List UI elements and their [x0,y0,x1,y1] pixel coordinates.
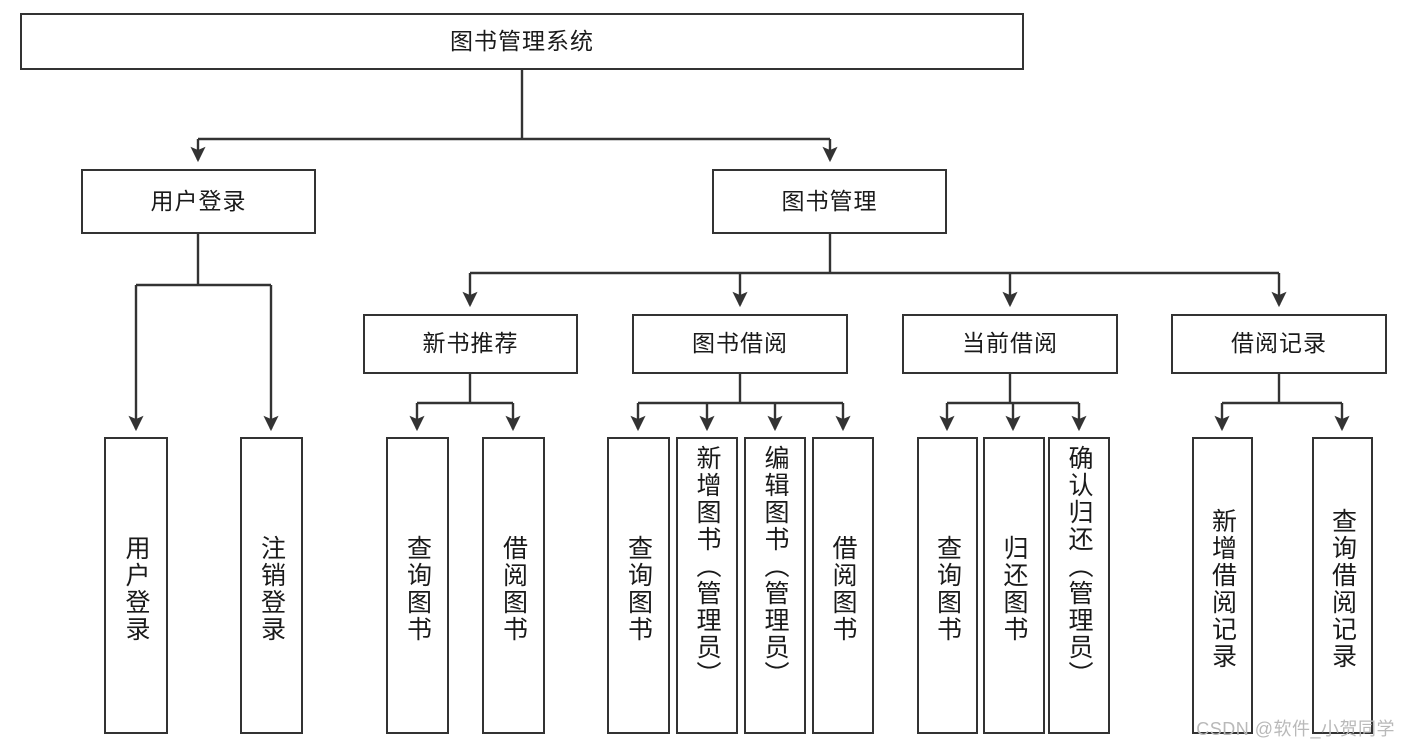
node-current-borrow[interactable]: 当前借阅 [902,314,1118,374]
node-book-borrow[interactable]: 图书借阅 [632,314,848,374]
node-borrow-record[interactable]: 借阅记录 [1171,314,1387,374]
leaf-label: 查询图书 [933,534,962,643]
leaf-borrow-record-query-record[interactable]: 查询借阅记录 [1312,437,1373,734]
leaf-label: 借阅图书 [499,534,528,643]
csdn-watermark: CSDN @软件_小贺同学 [1196,719,1395,739]
leaf-label: 新增借阅记录 [1208,507,1237,670]
leaf-new-book-borrow-book[interactable]: 借阅图书 [482,437,545,734]
leaf-current-borrow-return-book[interactable]: 归还图书 [983,437,1045,734]
leaf-borrow-record-add-record[interactable]: 新增借阅记录 [1192,437,1253,734]
leaf-new-book-query-book[interactable]: 查询图书 [386,437,449,734]
leaf-book-borrow-add-book-admin[interactable]: 新增图书（管理员） [676,437,738,734]
leaf-label: 新增图书（管理员） [693,445,721,688]
leaf-label: 查询图书 [624,534,653,643]
node-user-login[interactable]: 用户登录 [81,169,316,234]
leaf-book-borrow-borrow-book[interactable]: 借阅图书 [812,437,874,734]
leaf-label: 确认归还（管理员） [1065,445,1093,688]
node-book-management[interactable]: 图书管理 [712,169,947,234]
leaf-label: 借阅图书 [829,534,857,643]
leaf-book-borrow-edit-book-admin[interactable]: 编辑图书（管理员） [744,437,806,734]
leaf-user-login-logout[interactable]: 注销登录 [240,437,303,734]
leaf-user-login-login[interactable]: 用户登录 [104,437,168,734]
leaf-label: 归还图书 [1000,534,1028,643]
leaf-current-borrow-query-book[interactable]: 查询图书 [917,437,978,734]
leaf-label: 用户登录 [122,534,150,643]
leaf-current-borrow-confirm-return-admin[interactable]: 确认归还（管理员） [1048,437,1110,734]
leaf-label: 查询借阅记录 [1328,507,1357,670]
leaf-book-borrow-query-book[interactable]: 查询图书 [607,437,670,734]
node-new-book-recommend[interactable]: 新书推荐 [363,314,578,374]
node-root-system[interactable]: 图书管理系统 [20,13,1024,70]
leaf-label: 查询图书 [403,534,432,643]
leaf-label: 注销登录 [257,534,286,643]
leaf-label: 编辑图书（管理员） [761,445,789,688]
